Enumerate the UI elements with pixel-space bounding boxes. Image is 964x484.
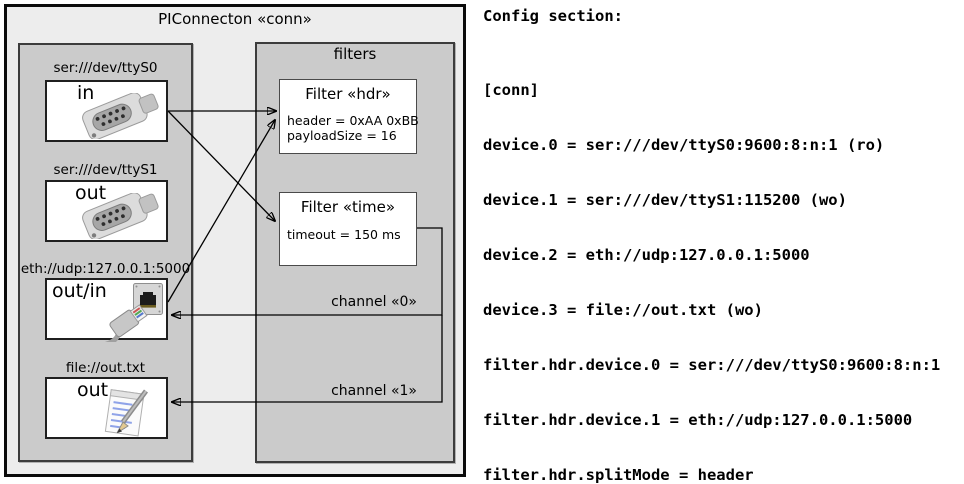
device-label-eth: eth://udp:127.0.0.1:5000	[20, 261, 191, 277]
device-box-ttys0-in: in	[45, 80, 168, 142]
serial-connector-icon	[82, 93, 159, 139]
filter-hdr-prop-header: header = 0xAA 0xBB	[287, 113, 419, 128]
filter-time-box: Filter «time» timeout = 150 ms	[279, 192, 417, 266]
device-box-ttys1-out: out	[45, 180, 168, 242]
config-line: device.0 = ser:///dev/ttyS0:9600:8:n:1 (…	[483, 136, 885, 154]
device-label-ttys1: ser:///dev/ttyS1	[53, 162, 158, 178]
device-label-file: file://out.txt	[65, 360, 146, 376]
config-line: device.3 = file://out.txt (wo)	[483, 301, 763, 319]
piconnecton-title: PIConnecton «conn»	[158, 10, 312, 28]
config-line: [conn]	[483, 81, 539, 99]
config-line: device.2 = eth://udp:127.0.0.1:5000	[483, 246, 810, 264]
serial-connector-icon	[82, 193, 159, 239]
ethernet-cable-icon	[105, 304, 148, 342]
config-line: filter.hdr.device.0 = ser:///dev/ttyS0:9…	[483, 356, 941, 374]
filter-time-title: Filter «time»	[300, 198, 396, 216]
device-caption: out	[77, 379, 109, 401]
channel-1-label: channel «1»	[331, 383, 417, 399]
filter-time-prop-timeout: timeout = 150 ms	[287, 227, 401, 242]
filter-hdr-title: Filter «hdr»	[305, 85, 391, 103]
config-section-title: Config section:	[483, 7, 623, 25]
device-caption: out/in	[52, 280, 107, 302]
channel-0-label: channel «0»	[331, 294, 417, 310]
config-line: filter.hdr.device.1 = eth://udp:127.0.0.…	[483, 411, 913, 429]
device-caption: out	[75, 182, 107, 204]
config-section: [conn] device.0 = ser:///dev/ttyS0:9600:…	[483, 45, 950, 484]
config-line: filter.hdr.splitMode = header	[483, 466, 754, 484]
device-label-ttys0: ser:///dev/ttyS0	[53, 60, 158, 76]
device-caption: in	[77, 82, 95, 104]
device-box-eth-outin: out/in	[45, 278, 168, 342]
filter-hdr-prop-payloadsize: payloadSize = 16	[287, 128, 397, 143]
device-box-file-out: out	[45, 377, 168, 439]
filters-panel-title: filters	[333, 45, 377, 63]
filter-hdr-box: Filter «hdr» header = 0xAA 0xBB payloadS…	[279, 79, 419, 154]
note-pencil-icon	[104, 389, 149, 437]
config-line: device.1 = ser:///dev/ttyS1:115200 (wo)	[483, 191, 847, 209]
